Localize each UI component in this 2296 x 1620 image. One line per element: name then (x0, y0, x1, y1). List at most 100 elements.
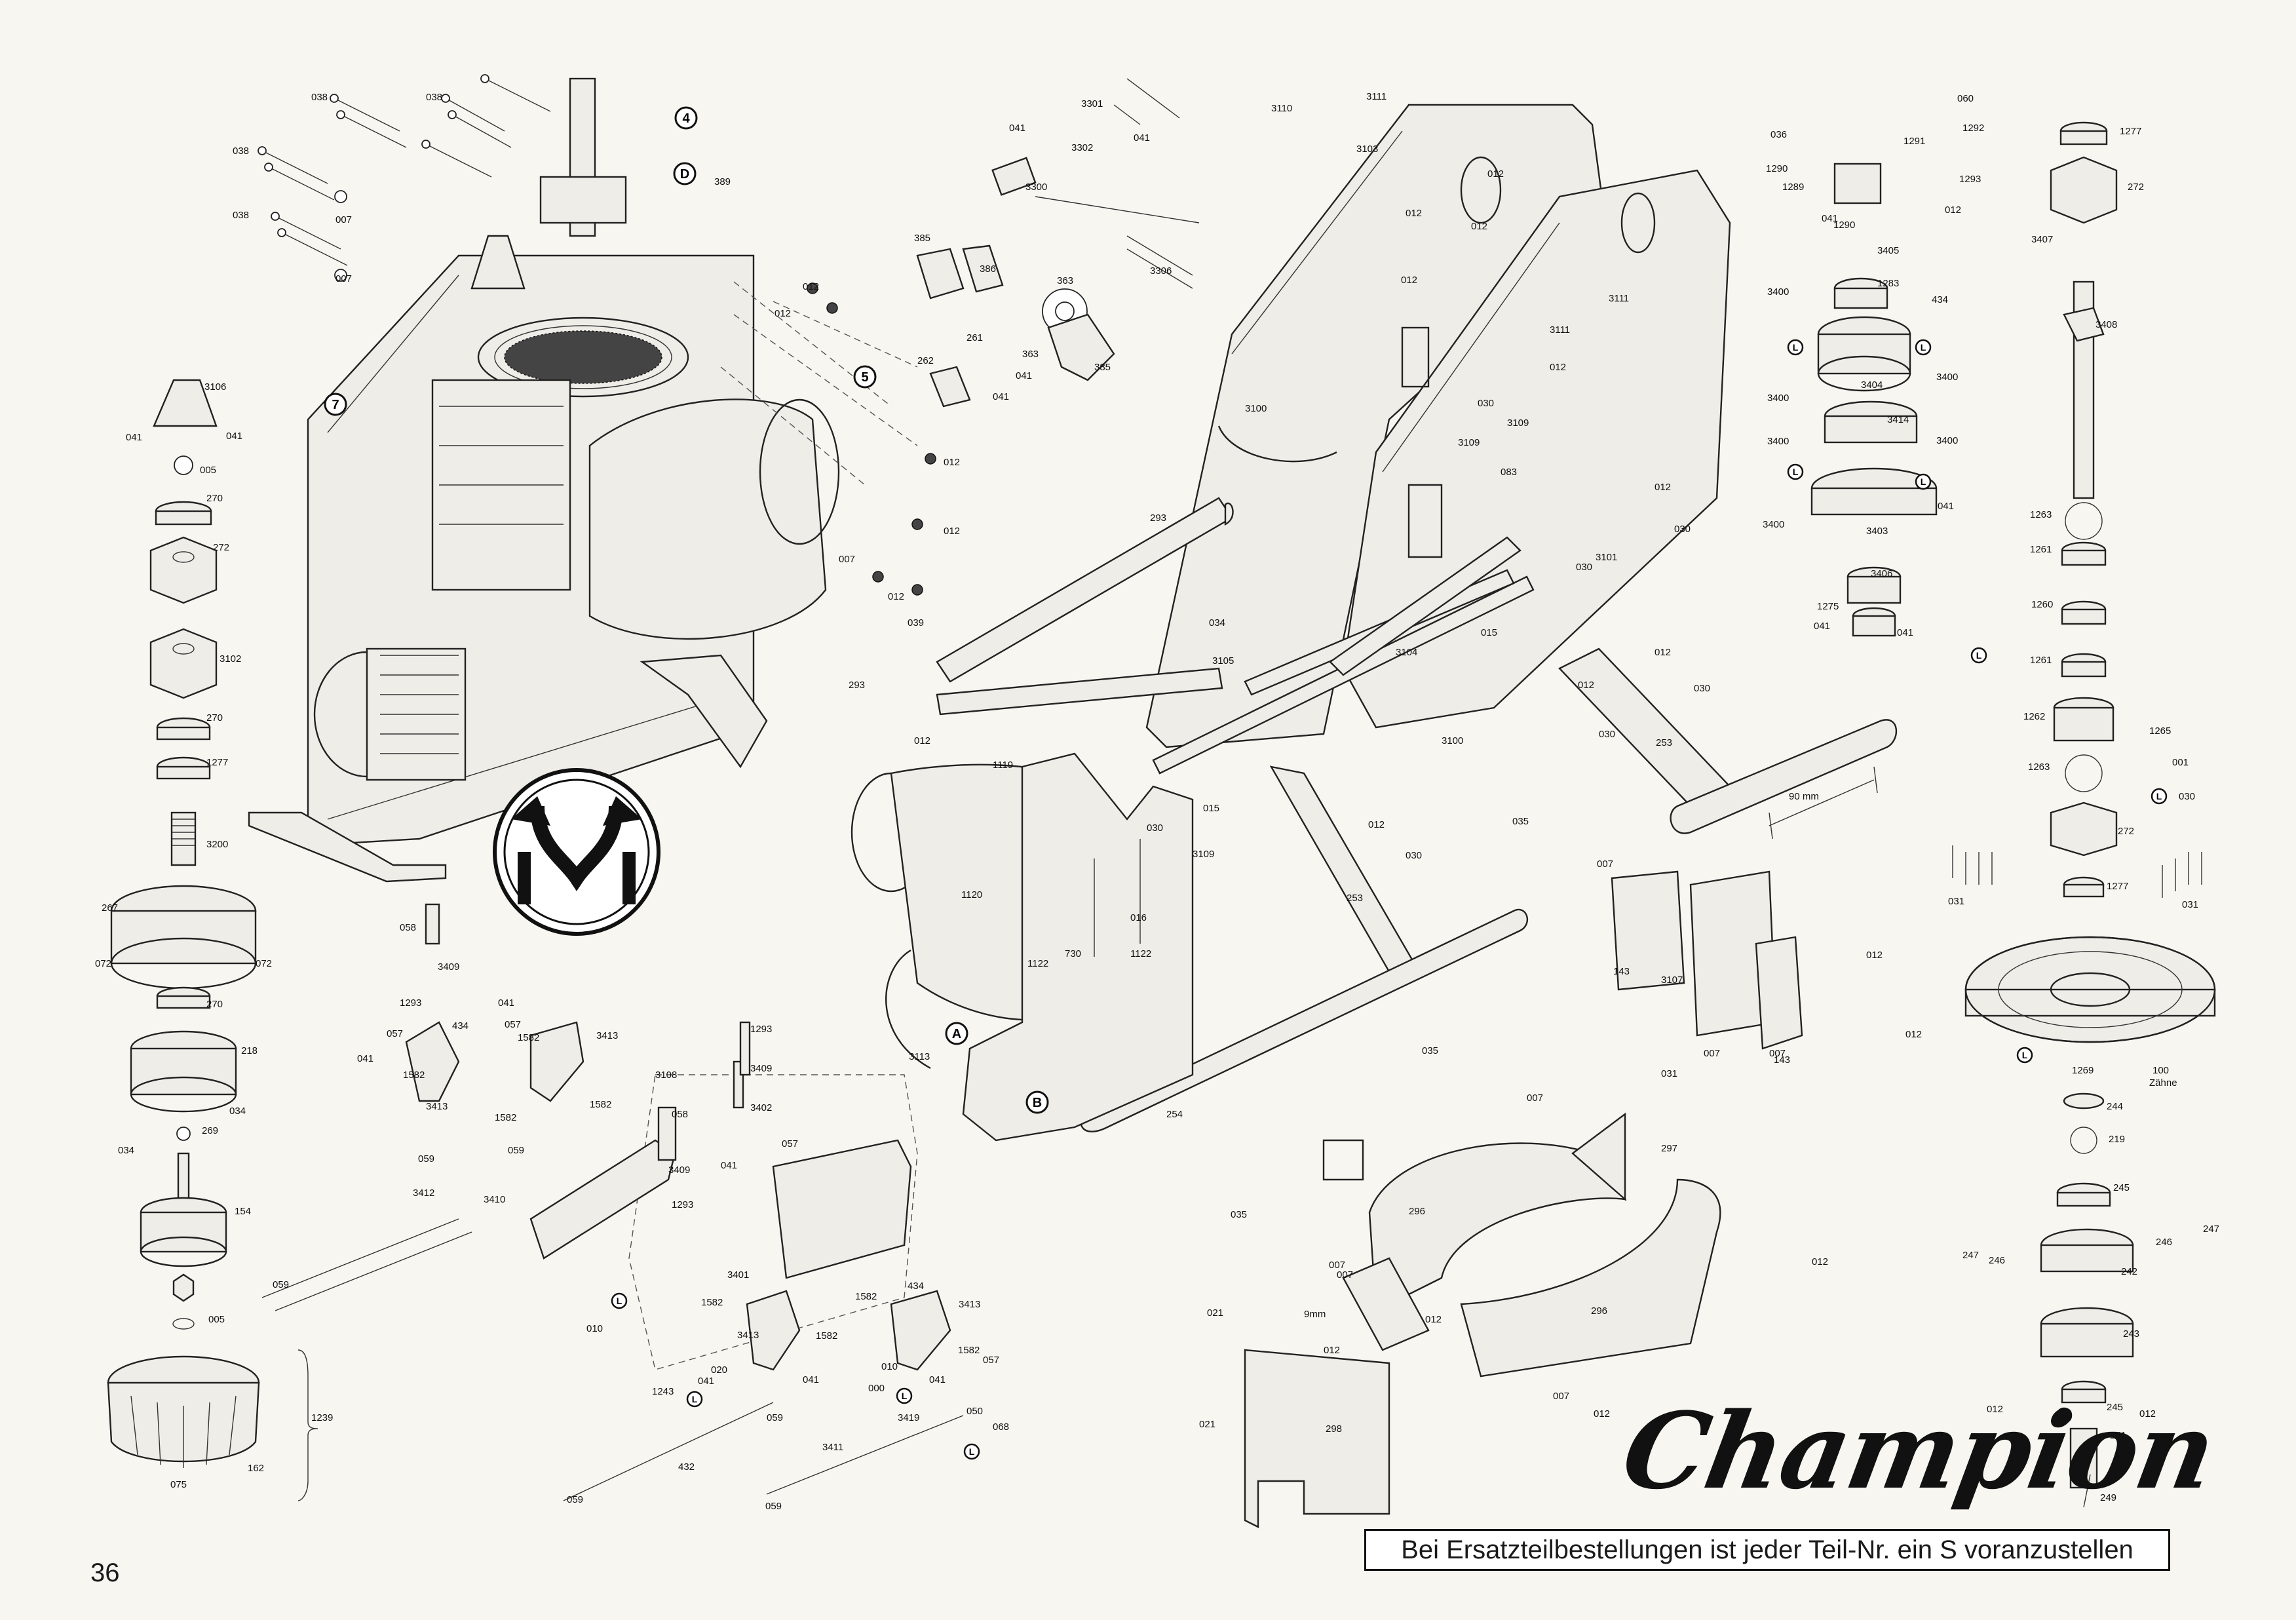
callout-label: B (1033, 1096, 1042, 1110)
part-number-label: 1120 (961, 889, 982, 900)
l-marker: L (2016, 1047, 2033, 1064)
part-number-label: 012 (888, 591, 904, 602)
part-number-label: 154 (235, 1206, 251, 1217)
part-number-label: 012 (1425, 1314, 1442, 1325)
part-number-label: 031 (2182, 899, 2198, 910)
l-marker: L (896, 1387, 913, 1404)
spare-parts-note: Bei Ersatzteilbestellungen ist jeder Tei… (1364, 1529, 2170, 1571)
l-marker-circle (2151, 788, 2168, 805)
part-number-label: 3113 (909, 1051, 930, 1062)
l-marker-circle (896, 1387, 913, 1404)
part-number-label: 3403 (1866, 526, 1888, 537)
part-number-label: 058 (672, 1109, 688, 1120)
part-number-label: 269 (202, 1125, 218, 1136)
part-number-label: Zähne (2149, 1077, 2177, 1089)
main-shaft-stack (1952, 121, 2216, 1508)
part-number-label: 059 (765, 1501, 782, 1512)
part-number-label: 007 (1553, 1391, 1569, 1402)
part-number-label: 012 (944, 457, 960, 468)
part-number-label: 005 (200, 465, 216, 476)
part-number-label: 3101 (1596, 552, 1617, 563)
part-number-label: 3408 (2095, 319, 2117, 330)
part-number-label: 3111 (1609, 293, 1629, 304)
part-number-label: 012 (803, 281, 819, 292)
part-number-label: 1582 (518, 1032, 539, 1043)
part-number-label: 3400 (1767, 286, 1789, 298)
part-number-label: 3103 (1356, 144, 1378, 155)
part-number-label: 035 (1512, 816, 1529, 827)
part-number-label: 059 (767, 1412, 783, 1423)
part-number-label: 1263 (2030, 509, 2052, 520)
l-marker-label: L (969, 1446, 975, 1457)
part-number-label: 1119 (993, 760, 1013, 771)
part-number-label: 083 (1501, 467, 1517, 478)
part-number-label: 041 (1822, 213, 1838, 224)
l-marker: L (1787, 463, 1804, 480)
part-number-label: 100 (2152, 1065, 2169, 1076)
part-number-label: 007 (839, 554, 855, 565)
part-number-label: 272 (2118, 826, 2134, 837)
part-number-label: 020 (711, 1364, 727, 1376)
callout-marker: A (945, 1022, 968, 1045)
part-number-label: 005 (208, 1314, 225, 1325)
part-number-label: 030 (1406, 850, 1422, 861)
part-number-label: 389 (714, 176, 731, 187)
part-number-label: 034 (1209, 617, 1225, 628)
callout-circle (324, 393, 347, 416)
callout-label: 5 (861, 370, 868, 385)
part-number-label: 041 (1814, 621, 1830, 632)
part-number-label: 270 (206, 493, 223, 504)
l-marker: L (1970, 647, 1987, 664)
part-number-label: 3111 (1366, 91, 1387, 102)
part-number-label: 007 (335, 214, 352, 225)
part-number-label: 90 mm (1789, 791, 1819, 802)
part-number-label: 059 (567, 1494, 583, 1505)
callout-circle (674, 106, 698, 130)
part-number-label: 243 (2123, 1328, 2139, 1340)
part-number-label: 3400 (1767, 436, 1789, 447)
part-number-label: 012 (1406, 208, 1422, 219)
part-number-label: 038 (233, 145, 249, 157)
part-number-label: 012 (2139, 1408, 2156, 1419)
part-number-label: 1275 (1817, 601, 1839, 612)
part-number-label: 3413 (596, 1030, 618, 1041)
l-marker-label: L (2061, 1410, 2067, 1421)
part-number-label: 041 (1134, 132, 1150, 144)
part-number-label: 1289 (1782, 182, 1804, 193)
part-number-label: 057 (983, 1355, 999, 1366)
part-number-label: 245 (2107, 1402, 2123, 1413)
part-number-label: 434 (452, 1020, 469, 1032)
callout-label: D (680, 167, 689, 182)
part-number-label: 1263 (2028, 762, 2050, 773)
part-number-label: 3412 (413, 1187, 434, 1199)
part-number-label: 1262 (2023, 711, 2045, 722)
part-number-label: 3200 (206, 839, 228, 850)
part-number-label: 012 (1401, 275, 1417, 286)
part-number-label: 036 (1770, 129, 1787, 140)
part-number-label: 041 (1016, 370, 1032, 381)
l-marker: L (1915, 473, 1932, 490)
part-number-label: 386 (980, 263, 996, 275)
part-number-label: 021 (1199, 1419, 1215, 1430)
l-marker: L (2056, 1407, 2073, 1424)
part-number-label: 1269 (2072, 1065, 2094, 1076)
part-number-label: 293 (849, 680, 865, 691)
part-number-label: 3400 (1936, 372, 1958, 383)
part-number-label: 297 (1661, 1143, 1677, 1154)
part-number-label: 072 (95, 958, 111, 969)
part-number-label: 3110 (1271, 103, 1292, 114)
callout-circle (945, 1022, 968, 1045)
l-marker-circle (1787, 463, 1804, 480)
part-number-label: 1122 (1027, 958, 1048, 969)
part-number-label: 1293 (400, 997, 421, 1009)
part-number-label: 385 (1094, 362, 1111, 373)
part-number-label: 007 (1329, 1260, 1345, 1271)
part-number-label: 3413 (959, 1299, 980, 1310)
part-number-label: 012 (944, 526, 960, 537)
part-number-label: 041 (226, 431, 242, 442)
part-number-label: 010 (881, 1361, 898, 1372)
part-number-label: 1293 (672, 1199, 693, 1210)
